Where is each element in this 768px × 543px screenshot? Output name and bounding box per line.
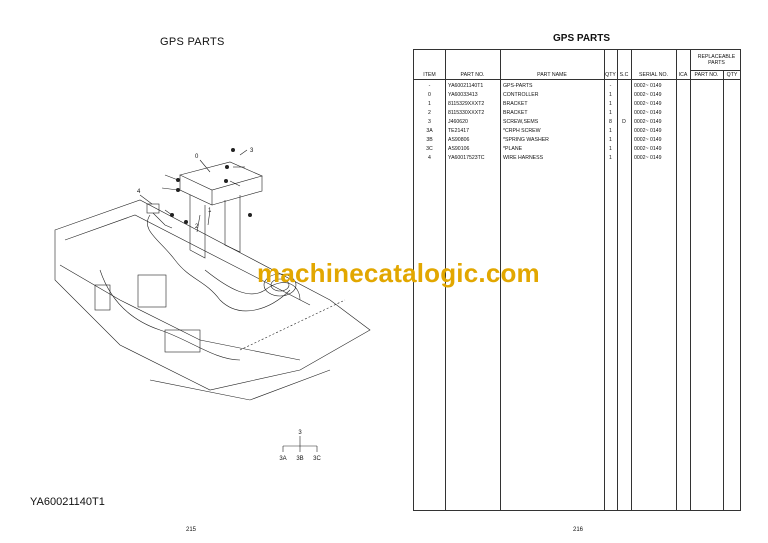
- table-row: - YA60021140T1 GPS-PARTS - 0002~ 0149: [414, 83, 740, 92]
- cell-qty: 1: [609, 92, 612, 98]
- cell-serial: 0002~ 0149: [634, 128, 662, 134]
- cell-serial: 0002~ 0149: [634, 155, 662, 161]
- page-number-right: 216: [573, 527, 584, 533]
- cell-item: 2: [428, 110, 431, 116]
- col-divider: [631, 50, 632, 510]
- col-divider: [617, 50, 618, 510]
- tree-child: 3A: [279, 456, 286, 462]
- cell-qty: 1: [609, 146, 612, 152]
- table-row: 3C AS90106 *PLANE 1 0002~ 0149: [414, 146, 740, 155]
- parts-table: REPLACEABLE PARTS ITEM PART NO. PART NAM…: [413, 49, 741, 511]
- cell-part-no: TE21417: [448, 128, 470, 134]
- col-divider: [723, 70, 724, 510]
- cell-qty: 1: [609, 137, 612, 143]
- cell-part-name: CONTROLLER: [503, 92, 539, 98]
- col-header-qty: QTY: [605, 72, 616, 78]
- cell-qty: 8: [609, 119, 612, 125]
- cell-item: -: [428, 83, 431, 89]
- cell-serial: 0002~ 0149: [634, 83, 662, 89]
- cell-sc: D: [622, 119, 626, 125]
- cell-part-no: J460620: [448, 119, 468, 125]
- cell-part-name: *CRPH SCREW: [503, 128, 541, 134]
- cell-part-name: BRACKET: [503, 110, 528, 116]
- col-header-serial-no: SERIAL NO.: [639, 72, 668, 78]
- callout-4: 4: [137, 189, 141, 195]
- cell-part-name: *SPRING WASHER: [503, 137, 549, 143]
- cell-item: 1: [428, 101, 431, 107]
- watermark: machinecatalogic.com: [257, 258, 540, 288]
- cell-serial: 0002~ 0149: [634, 110, 662, 116]
- cell-qty: 1: [609, 155, 612, 161]
- cell-item: 3C: [426, 146, 433, 152]
- cell-serial: 0002~ 0149: [634, 119, 662, 125]
- cell-serial: 0002~ 0149: [634, 146, 662, 152]
- figure-code: YA60021140T1: [30, 496, 105, 508]
- table-row: 3B AS90806 *SPRING WASHER 1 0002~ 0149: [414, 137, 740, 146]
- cell-serial: 0002~ 0149: [634, 137, 662, 143]
- col-header-item: ITEM: [423, 72, 436, 78]
- table-row: 2 8115330XXXT2 BRACKET 1 0002~ 0149: [414, 110, 740, 119]
- col-header-repl-part-no: PART NO.: [694, 72, 719, 78]
- col-divider: [676, 50, 677, 510]
- cell-serial: 0002~ 0149: [634, 101, 662, 107]
- cell-part-no: AS90806: [448, 137, 470, 143]
- cell-part-no: 8115329XXXT2: [448, 101, 485, 107]
- replaceable-parts-header: REPLACEABLE PARTS: [697, 54, 736, 66]
- col-divider: [500, 50, 501, 510]
- cell-qty: 1: [609, 110, 612, 116]
- cell-qty: 1: [609, 101, 612, 107]
- callout-3: 3: [250, 148, 254, 154]
- cell-qty: 1: [609, 128, 612, 134]
- cell-item: 4: [428, 155, 431, 161]
- callout-1: 1: [208, 208, 212, 214]
- cell-item: 0: [428, 92, 431, 98]
- tree-child: 3C: [313, 456, 321, 462]
- cell-part-name: *PLANE: [503, 146, 523, 152]
- cell-part-no: AS90106: [448, 146, 470, 152]
- cell-item: 3A: [426, 128, 433, 134]
- table-row: 4 YA60017523TC WIRE HARNESS 1 0002~ 0149: [414, 155, 740, 164]
- parts-diagram: 0 1 2 3 4: [54, 148, 371, 401]
- cell-part-no: YA60017523TC: [448, 155, 485, 161]
- cell-part-name: SCREW,SEMS: [503, 119, 539, 125]
- page-number-left: 215: [186, 527, 197, 533]
- table-row: 3 J460620 SCREW,SEMS 8 D 0002~ 0149: [414, 119, 740, 128]
- col-header-part-name: PART NAME: [537, 72, 567, 78]
- cell-qty: -: [609, 83, 612, 89]
- table-row: 3A TE21417 *CRPH SCREW 1 0002~ 0149: [414, 128, 740, 137]
- left-page-title: GPS PARTS: [160, 36, 225, 48]
- cell-item: 3B: [426, 137, 433, 143]
- col-divider: [445, 50, 446, 510]
- col-divider: [604, 50, 605, 510]
- cell-part-no: 8115330XXXT2: [448, 110, 485, 116]
- callout-0: 0: [195, 154, 199, 160]
- col-header-sc: S.C: [619, 72, 629, 78]
- row-divider: [690, 70, 740, 71]
- tree-child: 3B: [296, 456, 303, 462]
- col-divider: [690, 50, 691, 510]
- col-header-repl-qty: QTY: [726, 72, 738, 78]
- cell-part-no: YA60021140T1: [448, 83, 484, 89]
- table-row: 0 YA60033413 CONTROLLER 1 0002~ 0149: [414, 92, 740, 101]
- cell-serial: 0002~ 0149: [634, 92, 662, 98]
- cell-part-no: YA60033413: [448, 92, 478, 98]
- cell-part-name: WIRE HARNESS: [503, 155, 544, 161]
- screw-assembly-tree: 3 3A 3B 3C: [279, 430, 321, 462]
- col-header-ica: ICA: [678, 72, 688, 78]
- right-page-title: GPS PARTS: [553, 33, 611, 44]
- tree-parent: 3: [298, 430, 302, 436]
- row-divider: [414, 79, 740, 80]
- cell-item: 3: [428, 119, 431, 125]
- col-header-part-no: PART NO.: [460, 72, 485, 78]
- cell-part-name: BRACKET: [503, 101, 528, 107]
- cell-part-name: GPS-PARTS: [503, 83, 533, 89]
- callout-2: 2: [195, 224, 199, 230]
- table-row: 1 8115329XXXT2 BRACKET 1 0002~ 0149: [414, 101, 740, 110]
